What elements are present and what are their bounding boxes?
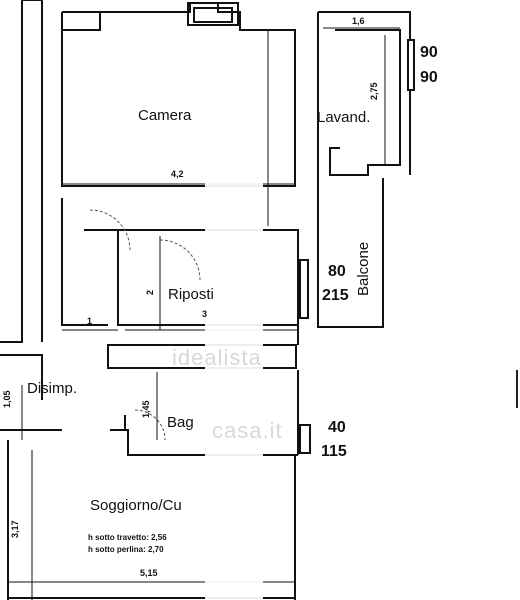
dim-camera-width: 4,2 xyxy=(171,169,184,179)
lavand-outer xyxy=(318,11,411,175)
chimney-inner xyxy=(193,7,233,23)
edge-mark xyxy=(516,370,518,408)
window-bagno-width: 40 xyxy=(328,419,346,436)
window-balcone-width: 80 xyxy=(328,263,346,280)
door-arc-riposti xyxy=(159,239,201,281)
door-arc-bagno xyxy=(134,409,166,441)
note-perlina: h sotto perlina: 2,70 xyxy=(88,545,164,554)
wall-disimp xyxy=(0,354,43,400)
note-travetto: h sotto travetto: 2,56 xyxy=(88,533,167,542)
window-lavand xyxy=(407,39,415,91)
window-lavand-width: 90 xyxy=(420,44,438,61)
dim-soggiorno-height: 3,17 xyxy=(10,520,20,538)
room-label-soggiorno: Soggiorno/Cu xyxy=(90,497,182,514)
room-label-camera: Camera xyxy=(138,107,192,124)
watermark-idealista: idealista xyxy=(172,345,262,370)
window-balcone-height: 215 xyxy=(322,287,349,304)
dim-lavand-height: 2,75 xyxy=(369,82,379,100)
dim-soggiorno-width: 5,15 xyxy=(140,568,158,578)
watermark-casa: casa.it xyxy=(212,418,283,443)
wall-corridor-left xyxy=(61,198,108,326)
window-bagno xyxy=(299,424,311,454)
wall-outer-left xyxy=(0,0,23,343)
room-label-balcone: Balcone xyxy=(355,241,372,296)
room-label-bagno: Bag xyxy=(167,414,194,431)
corridor-partition xyxy=(107,344,297,369)
lavand-box xyxy=(329,29,401,176)
window-balcone xyxy=(299,259,309,319)
dim-disimp-height: 1,05 xyxy=(2,390,12,408)
door-arc-camera xyxy=(89,209,131,251)
dim-ripostiglio-width: 3 xyxy=(202,309,208,319)
chimney xyxy=(187,2,239,26)
dim-ripostiglio-left: 1 xyxy=(87,316,93,326)
window-lavand-height: 90 xyxy=(420,69,438,86)
window-bagno-height: 115 xyxy=(321,443,347,460)
white-overlay xyxy=(205,40,263,600)
room-label-lavand: Lavand. xyxy=(317,109,371,126)
dim-lavand-width: 1,6 xyxy=(352,16,365,26)
room-label-ripostiglio: Riposti xyxy=(168,286,214,303)
dim-bagno-height: 1,45 xyxy=(141,400,151,418)
dim-ripostiglio-height: 2 xyxy=(145,289,155,295)
room-label-disimp: Disimp. xyxy=(27,380,78,397)
balcone-outline xyxy=(317,12,384,328)
